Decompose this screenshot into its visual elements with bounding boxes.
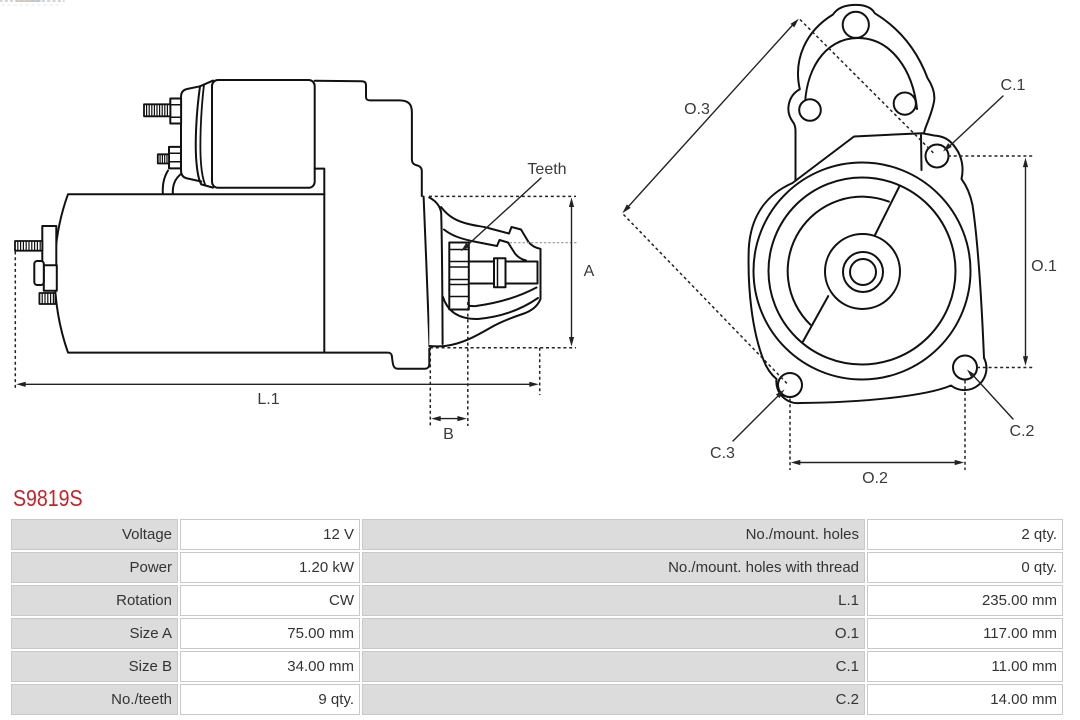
svg-text:A: A [584,263,595,280]
svg-text:Teeth: Teeth [527,161,566,178]
svg-text:B: B [443,426,454,443]
svg-text:C.3: C.3 [710,445,735,462]
svg-text:O.2: O.2 [862,470,888,487]
svg-text:L.1: L.1 [257,391,279,408]
svg-text:C.1: C.1 [1001,77,1026,94]
svg-text:O.3: O.3 [684,101,710,118]
svg-text:C.2: C.2 [1010,423,1035,440]
svg-text:O.1: O.1 [1031,258,1057,275]
